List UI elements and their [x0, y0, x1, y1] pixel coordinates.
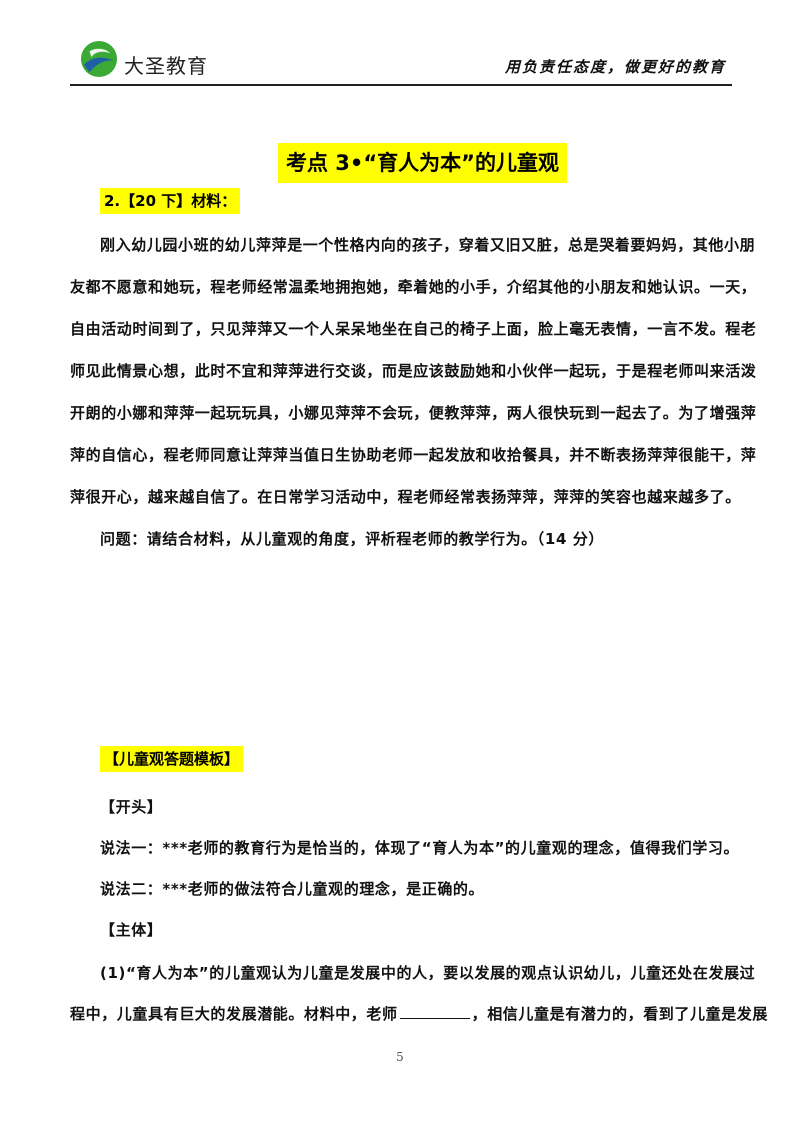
body-line-2-start: 程中，儿童具有巨大的发展潜能。材料中，老师: [70, 1005, 398, 1023]
template-heading: 【儿童观答题模板】: [100, 746, 244, 772]
page-header: 大圣教育 用负责任态度，做更好的教育: [0, 0, 800, 90]
body-line-2-end: ，相信儿童是有潜力的，看到了儿童是发展: [471, 1005, 769, 1023]
opening-label: 【开头】: [100, 798, 163, 816]
material-line: 开朗的小娜和萍萍一起玩玩具，小娜见萍萍不会玩，便教萍萍，两人很快玩到一起去了。为…: [70, 404, 757, 422]
material-line: 萍的自信心，程老师同意让萍萍当值日生协助老师一起发放和收拾餐具，并不断表扬萍萍很…: [70, 446, 757, 464]
material-line: 友都不愿意和她玩，程老师经常温柔地拥抱她，牵着她的小手，介绍其他的小朋友和她认识…: [70, 278, 757, 296]
opening-option-2: 说法二：***老师的做法符合儿童观的理念，是正确的。: [100, 880, 485, 898]
fill-blank: [399, 1005, 470, 1019]
material-line: 师见此情景心想，此时不宜和萍萍进行交谈，而是应该鼓励她和小伙伴一起玩，于是程老师…: [70, 362, 757, 380]
section-title: 考点 3•“育人为本”的儿童观: [278, 143, 567, 183]
header-slogan: 用负责任态度，做更好的教育: [504, 58, 726, 76]
material-line: 萍很开心，越来越自信了。在日常学习活动中，程老师经常表扬萍萍，萍萍的笑容也越来越…: [70, 488, 741, 506]
material-line: 自由活动时间到了，只见萍萍又一个人呆呆地坐在自己的椅子上面，脸上毫无表情，一言不…: [70, 320, 757, 338]
dasheng-logo-icon: [80, 40, 118, 78]
page-number: 5: [396, 1050, 404, 1064]
question-heading: 2.【20 下】材料：: [100, 188, 241, 214]
opening-option-1: 说法一：***老师的教育行为是恰当的，体现了“育人为本”的儿童观的理念，值得我们…: [100, 839, 740, 857]
body-line-2: 程中，儿童具有巨大的发展潜能。材料中，老师 ，相信儿童是有潜力的，看到了儿童是发展: [70, 1003, 768, 1024]
material-line: 刚入幼儿园小班的幼儿萍萍是一个性格内向的孩子，穿着又旧又脏，总是哭着要妈妈，其他…: [100, 236, 756, 254]
body-line-1: (1)“育人为本”的儿童观认为儿童是发展中的人，要以发展的观点认识幼儿，儿童还处…: [100, 964, 756, 982]
body-label: 【主体】: [100, 921, 163, 939]
question-prompt: 问题：请结合材料，从儿童观的角度，评析程老师的教学行为。（14 分）: [100, 530, 604, 548]
header-divider: [70, 84, 732, 86]
brand-name: 大圣教育: [124, 54, 208, 78]
